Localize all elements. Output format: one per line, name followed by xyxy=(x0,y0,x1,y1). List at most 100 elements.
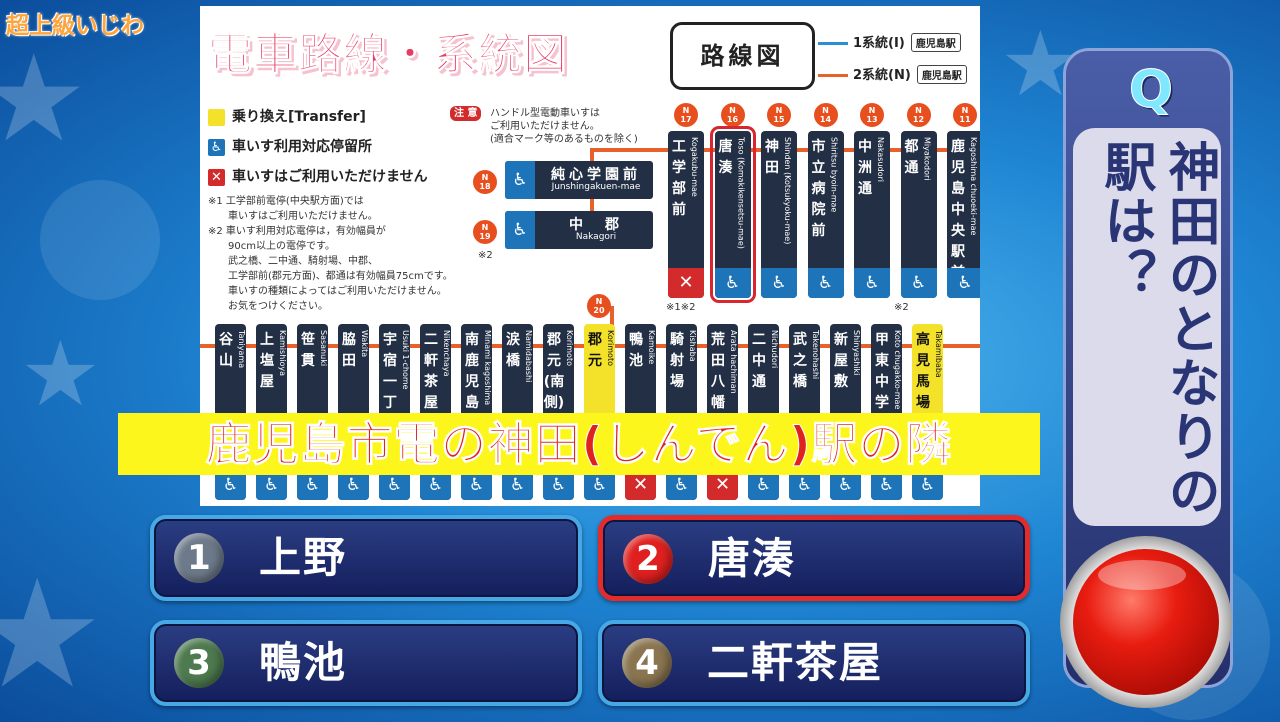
station-name-en: Koto chugakko-mae xyxy=(893,330,902,410)
footnote-mark: ※2 xyxy=(478,250,493,261)
answer-label: 鴨池 xyxy=(259,638,348,687)
station-name: 涙橋 xyxy=(506,332,520,369)
station-number-badge: N 13 xyxy=(860,103,884,127)
station-name-en: Sasanuki xyxy=(319,330,328,367)
answer-label: 唐湊 xyxy=(708,534,797,583)
footnote-line: 工学部前(郡元方面)、都通は有効幅員75cmです。 xyxy=(228,271,453,282)
answer-option-3[interactable]: 3 鴨池 xyxy=(150,620,582,706)
station-kagoshima[interactable]: 鹿児島中央駅前Kagoshima chuoeki-mae♿ xyxy=(947,131,980,298)
station-name-en: Shinden (Kotsukyoku-mae) xyxy=(783,137,792,245)
station-number-badge: N 14 xyxy=(813,103,838,127)
station-name: 騎射場 xyxy=(670,332,684,390)
wheelchair-icon: ♿ xyxy=(208,138,225,156)
question-mark-label: Q xyxy=(1128,60,1174,121)
station-name: 笹貫 xyxy=(301,332,315,369)
wheelchair-icon: ♿ xyxy=(761,268,797,298)
answer-number-badge: 4 xyxy=(622,638,672,688)
station-name: 荒田八幡 xyxy=(711,332,725,411)
footnote-line: 車いすはご利用いただけません。 xyxy=(228,211,378,222)
answer-number-badge: 3 xyxy=(174,638,224,688)
station-name-en: Toso (Komakikensetsu-mae) xyxy=(736,137,746,249)
wheelchair-icon: ♿ xyxy=(584,470,615,500)
route1-legend: 1系統(Ⅰ)鹿児島駅 xyxy=(818,32,961,52)
buzzer-highlight xyxy=(1098,560,1186,590)
station-name-en: Usuki 1-chome xyxy=(401,330,410,390)
station-name-en: Nakasudori xyxy=(876,137,885,183)
footnote-line: 武之橋、二中通、騎射場、中郡、 xyxy=(228,256,378,267)
wheelchair-icon: ♿ xyxy=(871,470,902,500)
legend-transfer: 乗り換え[Transfer] xyxy=(208,106,366,126)
wheelchair-icon: ♿ xyxy=(215,470,246,500)
station-name-en: Namidabashi xyxy=(524,330,533,383)
station-name-en: Miyakodori xyxy=(922,137,932,181)
cross-icon: ✕ xyxy=(625,470,656,500)
station-number-badge: N 15 xyxy=(767,103,791,127)
legend-no-wheelchair: ✕車いすはご利用いただけません xyxy=(208,166,428,186)
station-sasanuki[interactable]: 笹貫 Sasanuki ♿ xyxy=(297,324,328,500)
station-name-en: Korimoto xyxy=(606,330,615,366)
station-name: 郡元 xyxy=(588,332,602,369)
wheelchair-icon: ♿ xyxy=(256,470,287,500)
buzzer-button-core[interactable] xyxy=(1073,549,1219,695)
station-name-en: Minami kagoshima xyxy=(483,330,492,406)
wheelchair-icon: ♿ xyxy=(420,470,451,500)
station-name: 鴨池 xyxy=(629,332,643,369)
footnote-line: お気をつけください。 xyxy=(228,301,328,312)
station-name: 上塩屋 xyxy=(260,332,274,390)
station-name-en: Taniyama xyxy=(237,330,246,369)
station-name-en: Takenohashi xyxy=(811,330,820,380)
wheelchair-icon: ♿ xyxy=(543,470,574,500)
station-name-en: Takamibaba xyxy=(934,330,943,378)
caution-line: ハンドル型電動車いすは xyxy=(490,108,600,119)
station-number-badge: N 20 xyxy=(587,294,611,318)
map-title: 電車路線・系統図 xyxy=(208,29,568,81)
station-name: 武之橋 xyxy=(793,332,807,390)
star-icon: ★ xyxy=(0,30,88,169)
station-name-en: Nikenchaya xyxy=(442,330,451,377)
station-name: 谷山 xyxy=(219,332,233,369)
station-name-en: Kishaba xyxy=(688,330,697,362)
station-name-en: Shiritsu byoin-mae xyxy=(829,137,839,213)
station-name-en: Kamoike xyxy=(647,330,656,365)
station-name: 新屋敷 xyxy=(834,332,848,390)
star-icon: ★ xyxy=(20,322,101,427)
station-name-en: Arata hachiman xyxy=(729,330,738,394)
station-korimoto[interactable]: 郡元(南側)Korimoto♿ xyxy=(543,324,574,500)
star-icon: ★ xyxy=(0,548,105,722)
wheelchair-icon: ♿ xyxy=(297,470,328,500)
wheelchair-icon: ♿ xyxy=(666,470,697,500)
wheelchair-icon: ♿ xyxy=(714,268,751,298)
station-name-en: Wakita xyxy=(360,330,369,358)
question-box xyxy=(1073,128,1221,526)
station-name: 中洲通 xyxy=(858,139,872,197)
footnote-mark: ※1※2 xyxy=(666,302,696,313)
station-name: 二軒茶屋 xyxy=(424,332,438,411)
caution-tag: 注 意 xyxy=(450,106,482,121)
bg-bubble xyxy=(40,180,160,300)
wheelchair-icon: ♿ xyxy=(789,470,820,500)
station-name: 南鹿児島 xyxy=(465,332,479,411)
station-name: 鹿児島中央駅前 xyxy=(951,139,965,281)
wheelchair-icon: ♿ xyxy=(338,470,369,500)
station-name-en: Kagoshima chuoeki-mae xyxy=(969,137,978,236)
station-name: 高見馬場 xyxy=(916,332,930,411)
station-name: 二中通 xyxy=(752,332,766,390)
station-name: 工学部前 xyxy=(672,139,686,218)
station-name-en: Kamishioya xyxy=(278,330,287,377)
station-number-badge: N 17 xyxy=(674,103,698,127)
answer-label: 上野 xyxy=(259,533,348,582)
footnote-line: 90cm以上の電停です。 xyxy=(228,241,335,252)
station-name: 都通 xyxy=(904,139,919,176)
cross-icon: ✕ xyxy=(707,470,738,500)
